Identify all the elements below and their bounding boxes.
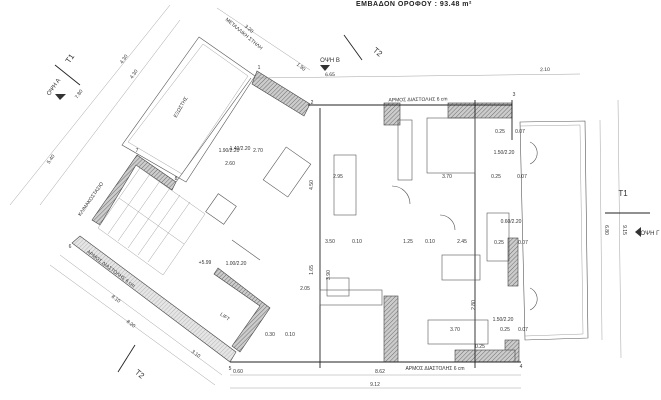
dimension-label: 2.05 — [300, 286, 310, 292]
dimension-label: 0.30 — [265, 332, 275, 338]
wardrobe — [397, 119, 413, 181]
desk — [441, 254, 481, 281]
dining-table — [333, 154, 357, 216]
dimension-label: 0.07 — [518, 240, 528, 246]
corner-point-label: 6 — [69, 244, 72, 250]
dimension-label: 9.15 — [621, 225, 627, 235]
dimension-label: 2.10 — [540, 67, 550, 73]
opening-tag: 1.00/2.20 — [226, 261, 247, 267]
staircase — [97, 167, 206, 276]
bed-main — [426, 117, 476, 174]
dimension-label: 4.30 — [119, 54, 130, 66]
stove — [326, 277, 350, 297]
dimension-label: 3.90 — [326, 270, 332, 280]
dimension-label: 8.20 — [125, 319, 137, 330]
dimension-label: 2.80 — [471, 300, 477, 310]
bathtub — [486, 212, 510, 262]
wall-bottom — [454, 349, 516, 363]
opening-tag: 1.40/2.20 — [230, 146, 251, 152]
expansion-joint-label: ΑΡΜΟΣ ΔΙΑΣΤΟΛΗΣ 6 cm — [85, 249, 136, 289]
section-t1-label: T1 — [618, 189, 628, 198]
opening-tag: 1.50/2.20 — [494, 150, 515, 156]
kitchen-counter — [319, 289, 383, 306]
dimension-label: 0.60 — [233, 369, 243, 375]
dimension-label: 0.07 — [517, 174, 527, 180]
corner-point-label: 2 — [311, 100, 314, 106]
dimension-label: 1.25 — [403, 239, 413, 245]
dimension-label: 0.25 — [494, 240, 504, 246]
dimension-label: 2.95 — [333, 174, 343, 180]
dimension-label: 0.07 — [518, 327, 528, 333]
dimension-label: 8.10 — [110, 294, 122, 305]
dimension-label: 0.25 — [500, 327, 510, 333]
dimension-label: 6.65 — [325, 72, 335, 78]
dimension-label: 3.70 — [450, 327, 460, 333]
metal-column-label: ΜΕΤΑΛΛΙΚΗ ΣΤΗΛΗ — [224, 17, 264, 52]
view-b-arrow-icon — [320, 65, 330, 71]
dimension-label: 0.25 — [495, 129, 505, 135]
lift-wall — [213, 267, 271, 353]
dimension-label: 2.60 — [225, 161, 235, 167]
dimension-label: 4.50 — [309, 180, 315, 190]
floor-area-title: ΕΜΒΑΔΟΝ ΟΡΟΦΟΥ : 93.48 m² — [356, 1, 472, 8]
dimension-label: 3.70 — [442, 174, 452, 180]
view-a-arrow-icon — [55, 94, 66, 100]
dimension-label: 1.90 — [295, 62, 306, 73]
corner-point-label: 3 — [513, 92, 516, 98]
armchair — [205, 193, 237, 225]
dimension-label: 0.25 — [475, 344, 485, 350]
wall-top-a — [383, 102, 401, 126]
corner-point-label: 8 — [175, 176, 178, 182]
wall-5-6 — [71, 235, 237, 363]
dimension-label: 0.25 — [491, 174, 501, 180]
level-label: +5.99 — [199, 260, 212, 266]
view-b-label: ΟΨΗ Β — [320, 58, 340, 64]
room-label-lift: LIFT — [219, 312, 231, 323]
section-t2-label: T2 — [371, 46, 384, 59]
dimension-label: 3.10 — [190, 349, 202, 360]
view-g-arrow-icon — [635, 227, 641, 237]
wall-bottom-mid — [383, 295, 399, 363]
corner-point-label: 4 — [520, 364, 523, 370]
dimension-label: 5.40 — [46, 154, 57, 166]
dimension-label: 8.62 — [375, 369, 385, 375]
wall-7 — [91, 154, 177, 226]
wall-right — [507, 237, 519, 287]
dimension-label: 0.10 — [285, 332, 295, 338]
bed-second — [427, 319, 489, 345]
expansion-joint-label: ΑΡΜΟΣ ΔΙΑΣΤΟΛΗΣ 6 cm — [388, 96, 447, 103]
sofa — [262, 146, 312, 198]
dimension-label: 6.80 — [603, 225, 609, 235]
opening-tag: 1.90/2.20 — [219, 148, 240, 154]
room-label-balcony: ΕΞΩΣΤΗΣ — [173, 96, 190, 119]
section-t2-label: T2 — [133, 368, 146, 381]
dimension-label: 0.10 — [352, 239, 362, 245]
dimension-lines — [9, 4, 622, 389]
left-balcony — [121, 36, 256, 183]
corner-point-label: 5 — [229, 366, 232, 372]
dimension-label: 9.12 — [370, 382, 380, 388]
dimension-label: 4.30 — [129, 69, 140, 81]
dimension-label: 0.10 — [425, 239, 435, 245]
corner-point-label: 7 — [136, 148, 139, 154]
dimension-label: 0.07 — [515, 129, 525, 135]
section-t1-label: T1 — [64, 52, 77, 65]
furniture — [205, 117, 538, 345]
dimension-label: 2.70 — [253, 148, 263, 154]
right-terrace — [519, 120, 589, 341]
dimension-label: 2.45 — [457, 239, 467, 245]
opening-tag: 0.60/2.20 — [501, 219, 522, 225]
dimension-label: 1.65 — [309, 265, 315, 275]
corner-point-label: 1 — [258, 65, 261, 71]
dimension-label: 7.80 — [74, 89, 85, 101]
opening-tag: 1.50/2.20 — [493, 317, 514, 323]
wall-1-2 — [251, 70, 311, 117]
expansion-joint-label: ΑΡΜΟΣ ΔΙΑΣΤΟΛΗΣ 6 cm — [405, 366, 464, 372]
dimension-label: 3.50 — [325, 239, 335, 245]
view-g-label: ΟΨΗ Γ — [641, 231, 661, 237]
dimension-label: 3.20 — [243, 24, 254, 35]
